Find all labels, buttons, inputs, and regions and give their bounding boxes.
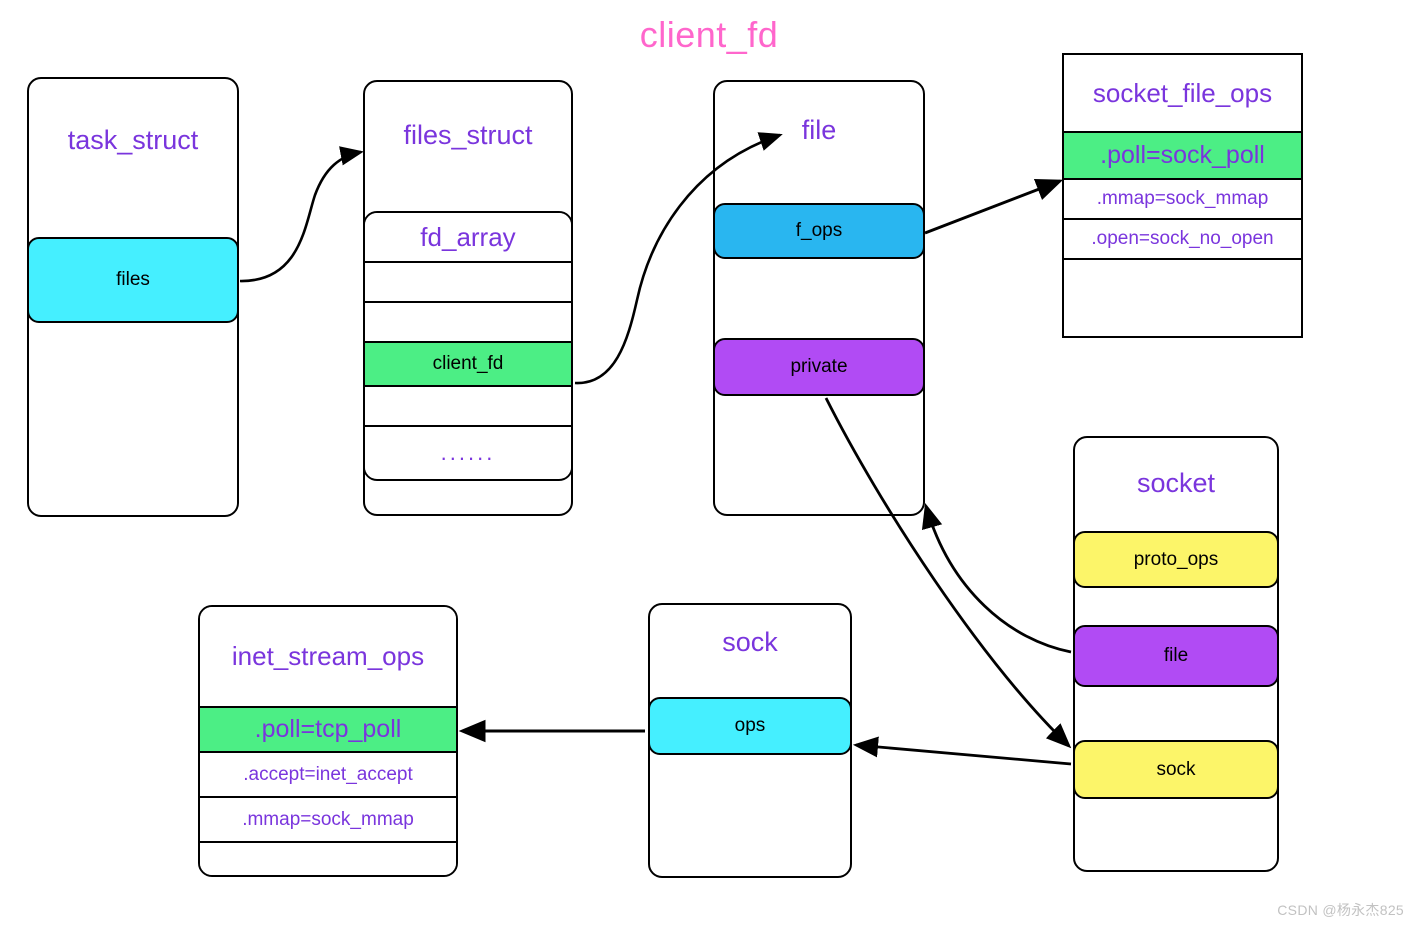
- field-proto-ops[interactable]: proto_ops: [1073, 531, 1279, 588]
- files-struct-title: files_struct: [403, 120, 533, 150]
- inet-stream-ops-row-mmap[interactable]: .mmap=sock_mmap: [200, 798, 456, 843]
- watermark: CSDN @杨永杰825: [1277, 902, 1404, 918]
- file-title: file: [801, 115, 837, 145]
- field-private[interactable]: private: [713, 338, 925, 396]
- inet-stream-ops-row-empty[interactable]: [200, 843, 456, 875]
- field-proto-ops-label: proto_ops: [1133, 548, 1219, 570]
- field-files[interactable]: files: [27, 237, 239, 323]
- fd-array-slot-ellipsis: ......: [365, 427, 571, 478]
- fd-array-slot-empty-3[interactable]: [365, 387, 571, 427]
- inet-stream-ops-row-accept[interactable]: .accept=inet_accept: [200, 753, 456, 798]
- field-private-label: private: [790, 356, 848, 377]
- socket-file-ops-row-empty[interactable]: [1064, 260, 1301, 335]
- link-socket-file-to-file: [921, 502, 1072, 654]
- field-files-label: files: [116, 269, 150, 290]
- fd-array-slot-client-fd[interactable]: client_fd: [365, 343, 571, 387]
- task-struct-title: task_struct: [67, 125, 199, 155]
- socket-file-ops-title: socket_file_ops: [1064, 55, 1301, 133]
- socket-file-ops-row-poll[interactable]: .poll=sock_poll: [1064, 133, 1301, 180]
- socket-title: socket: [1136, 468, 1216, 498]
- field-ops-label: ops: [734, 715, 766, 736]
- fd-array-slot-empty-1[interactable]: [365, 263, 571, 303]
- link-socket-sock-to-ops: [852, 736, 1072, 766]
- fd-array-slot-empty-2[interactable]: [365, 303, 571, 343]
- link-files-to-files-struct: [239, 146, 364, 283]
- field-f-ops-label: f_ops: [795, 220, 843, 241]
- inet-stream-ops-row-poll[interactable]: .poll=tcp_poll: [200, 708, 456, 753]
- field-ops[interactable]: ops: [648, 697, 852, 755]
- box-fd-array: fd_array client_fd ......: [363, 211, 573, 481]
- field-socket-file[interactable]: file: [1073, 625, 1279, 687]
- socket-file-ops-row-mmap[interactable]: .mmap=sock_mmap: [1064, 180, 1301, 220]
- fd-array-title: fd_array: [365, 213, 571, 263]
- field-socket-sock-label: sock: [1156, 758, 1196, 780]
- link-f-ops-to-socket-file-ops: [924, 178, 1064, 235]
- box-inet-stream-ops: inet_stream_ops .poll=tcp_poll .accept=i…: [198, 605, 458, 877]
- field-socket-sock[interactable]: sock: [1073, 740, 1279, 799]
- inet-stream-ops-title: inet_stream_ops: [200, 607, 456, 708]
- sock-title: sock: [722, 627, 778, 657]
- page-title: client_fd: [639, 14, 779, 55]
- socket-file-ops-row-open[interactable]: .open=sock_no_open: [1064, 220, 1301, 260]
- field-socket-file-label: file: [1163, 645, 1189, 666]
- box-socket-file-ops: socket_file_ops .poll=sock_poll .mmap=so…: [1062, 53, 1303, 338]
- field-f-ops[interactable]: f_ops: [713, 203, 925, 259]
- box-file: file: [713, 80, 925, 516]
